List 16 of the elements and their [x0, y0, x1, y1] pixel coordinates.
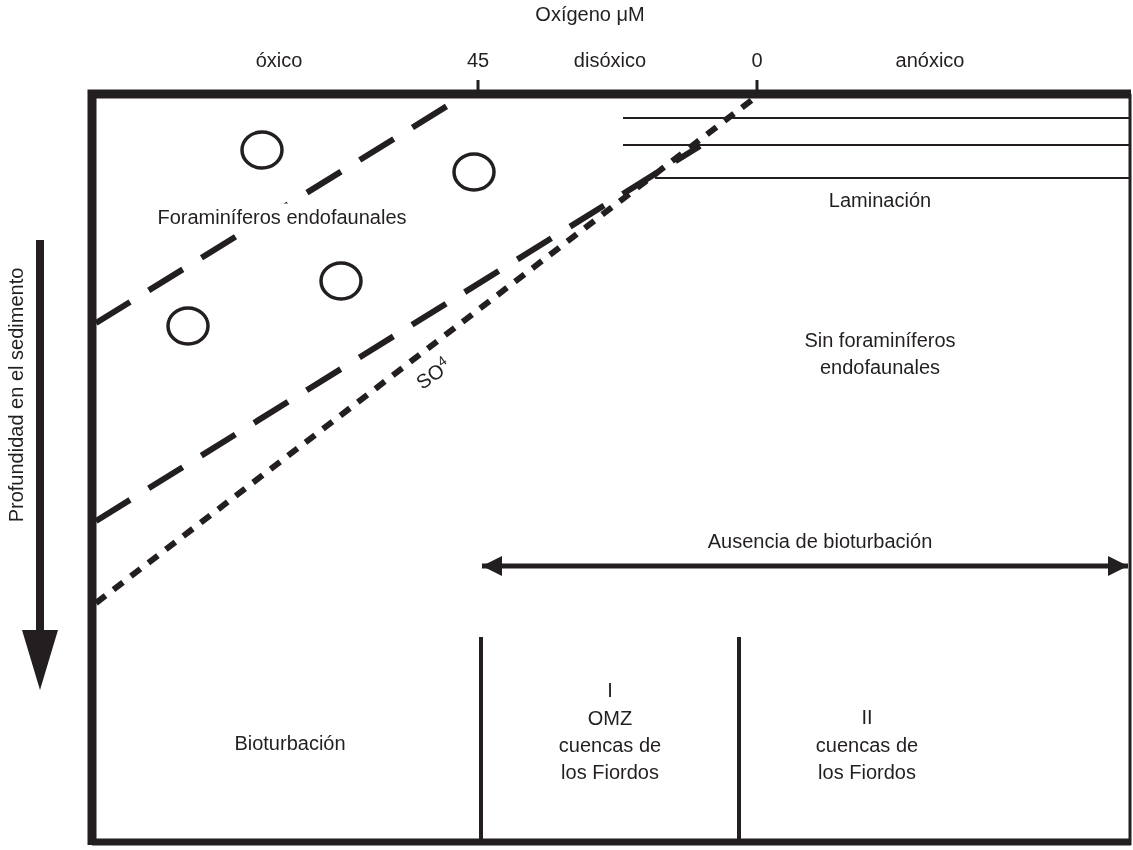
- range-label: Ausencia de bioturbación: [706, 528, 934, 554]
- zone-label: óxico: [254, 47, 304, 73]
- zone-label: cuencas de los Fiordos: [814, 733, 920, 785]
- zone-label: anóxico: [894, 47, 966, 73]
- region-label: Bioturbación: [233, 730, 347, 756]
- tick-label: 45: [465, 47, 491, 73]
- zone-label: I: [606, 677, 614, 703]
- zone-label: cuencas de los Fiordos: [557, 733, 663, 785]
- region-label: Laminación: [827, 187, 933, 213]
- tick-label: 0: [750, 47, 764, 73]
- zone-label: disóxico: [572, 47, 648, 73]
- axis-title: Profundidad en el sedimento: [3, 266, 28, 525]
- region-label: Sin foraminíferos endofaunales: [803, 328, 957, 380]
- zone-label: OMZ: [586, 705, 634, 731]
- axis-title: Oxígeno μM: [534, 1, 646, 27]
- zone-label: II: [860, 704, 874, 730]
